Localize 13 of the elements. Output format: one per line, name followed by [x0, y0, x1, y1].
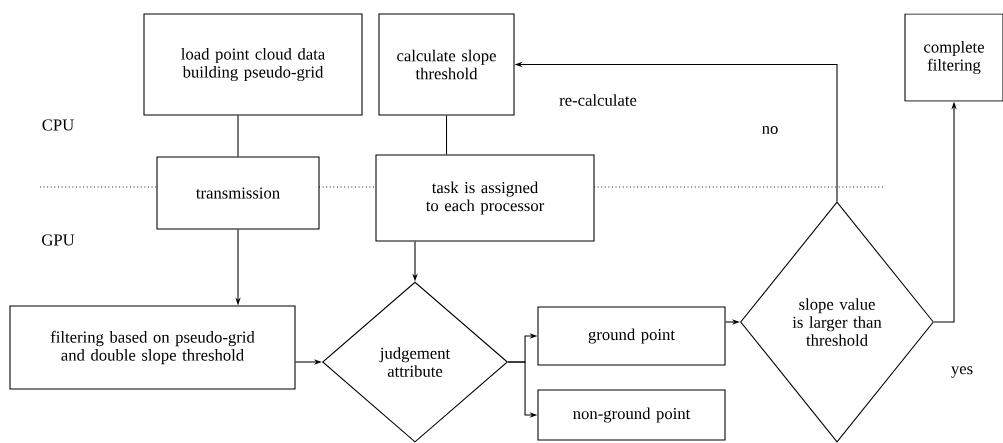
process-box: non-ground point [537, 389, 726, 441]
text-label: GPU [42, 234, 75, 246]
text-label: re-calculate [559, 94, 637, 106]
process-box: task is assigned to each processor [375, 154, 595, 242]
process-box: filtering based on pseudo-grid and double slope threshold [9, 305, 296, 390]
process-box: complete filtering [904, 13, 1003, 102]
process-box: ground point [537, 306, 726, 366]
text-label: CPU [42, 119, 74, 131]
edge-label: no [760, 124, 780, 136]
process-box: calculate slope threshold [378, 13, 515, 116]
edge-label: yes [949, 364, 975, 380]
process-box: transmission [156, 156, 320, 230]
process-box: load point cloud data building pseudo-grid [143, 13, 363, 116]
